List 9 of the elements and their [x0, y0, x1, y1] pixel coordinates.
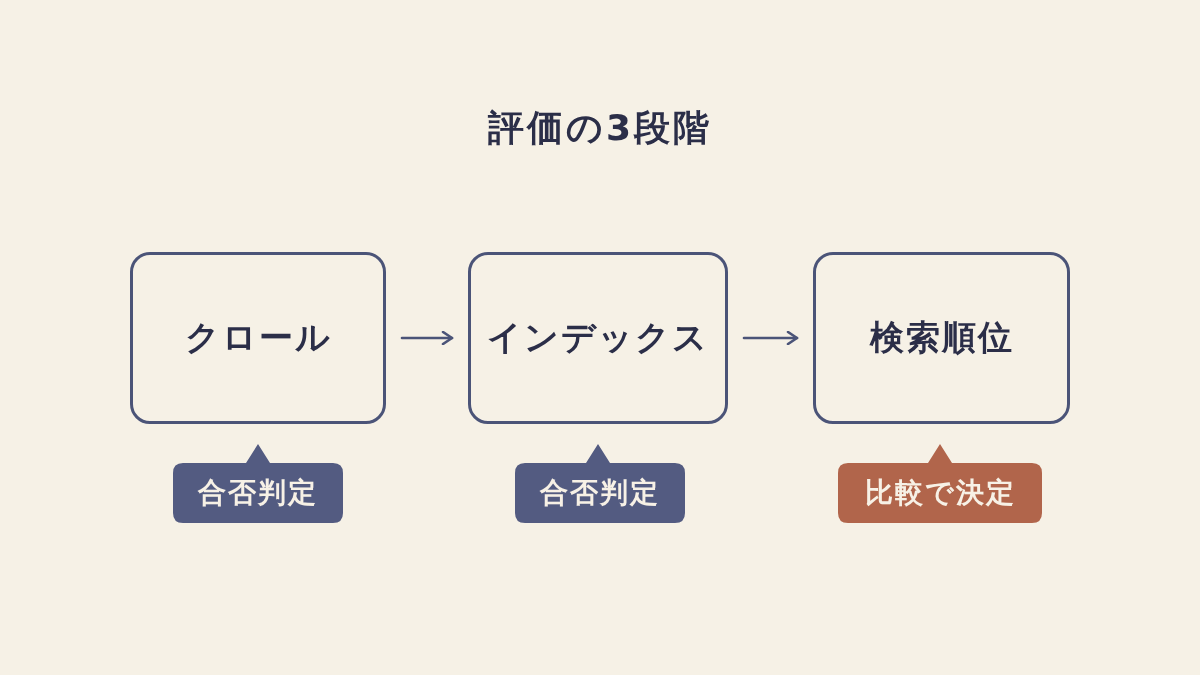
callout-badge: 合否判定: [515, 444, 685, 523]
arrow: [400, 330, 454, 346]
title: 評価の3段階: [487, 107, 713, 148]
process-box: クロール: [130, 252, 386, 424]
process-box: インデックス: [468, 252, 728, 424]
process-box: 検索順位: [813, 252, 1070, 424]
arrow: [742, 330, 799, 346]
callout-badge: 合否判定: [173, 444, 343, 523]
callout-badge: 比較で決定: [838, 444, 1042, 523]
